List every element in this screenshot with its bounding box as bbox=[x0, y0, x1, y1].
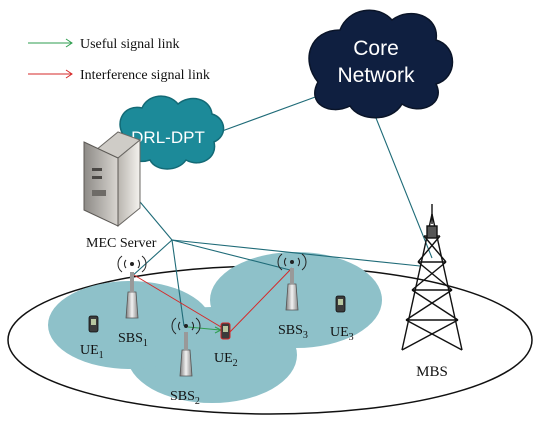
legend-interference-label: Interference signal link bbox=[80, 68, 210, 83]
sbs3-antenna-icon bbox=[277, 253, 307, 311]
interference-link-sbs3-ue2 bbox=[227, 267, 293, 335]
sbs3-label: SBS3 bbox=[278, 323, 308, 341]
sbs1-antenna-icon bbox=[117, 255, 147, 319]
legend-useful-arrow-icon bbox=[28, 38, 73, 48]
core-network-label-line1: Core bbox=[353, 37, 399, 60]
ue3-label: UE3 bbox=[330, 325, 354, 343]
mbs-label: MBS bbox=[416, 364, 448, 380]
link-hub-sbs3 bbox=[171, 239, 291, 271]
legend: Useful signal link Interference signal l… bbox=[28, 37, 210, 83]
small-cell-areas bbox=[48, 252, 382, 403]
legend-interference-arrow-icon bbox=[28, 69, 73, 79]
interference-link-sbs1-ue2 bbox=[133, 274, 227, 331]
ue1-phone-icon bbox=[88, 315, 99, 333]
mbs-tower-icon bbox=[401, 204, 463, 351]
link-hub-mbs bbox=[171, 239, 421, 267]
sbs1-label: SBS1 bbox=[118, 331, 148, 349]
link-hub-sbs2 bbox=[171, 239, 185, 327]
mec-server-label: MEC Server bbox=[86, 236, 157, 251]
ue1-label: UE1 bbox=[80, 343, 104, 361]
sbs2-antenna-icon bbox=[171, 317, 201, 377]
core-network-label-line2: Network bbox=[337, 64, 415, 87]
ue2-phone-icon bbox=[220, 322, 231, 340]
link-hub-sbs1 bbox=[129, 239, 173, 279]
core-network-cloud: Core Network bbox=[308, 9, 454, 119]
ue3-phone-icon bbox=[335, 295, 346, 313]
drl-dpt-cloud: DRL-DPT bbox=[119, 95, 225, 170]
drl-dpt-label: DRL-DPT bbox=[131, 128, 205, 147]
ue2-label: UE2 bbox=[214, 351, 238, 369]
mec-server-icon bbox=[83, 131, 141, 228]
legend-useful-label: Useful signal link bbox=[80, 37, 180, 52]
link-core-mbs bbox=[371, 107, 433, 259]
cell-area-sbs1 bbox=[48, 281, 212, 369]
sbs2-label: SBS2 bbox=[170, 389, 200, 407]
